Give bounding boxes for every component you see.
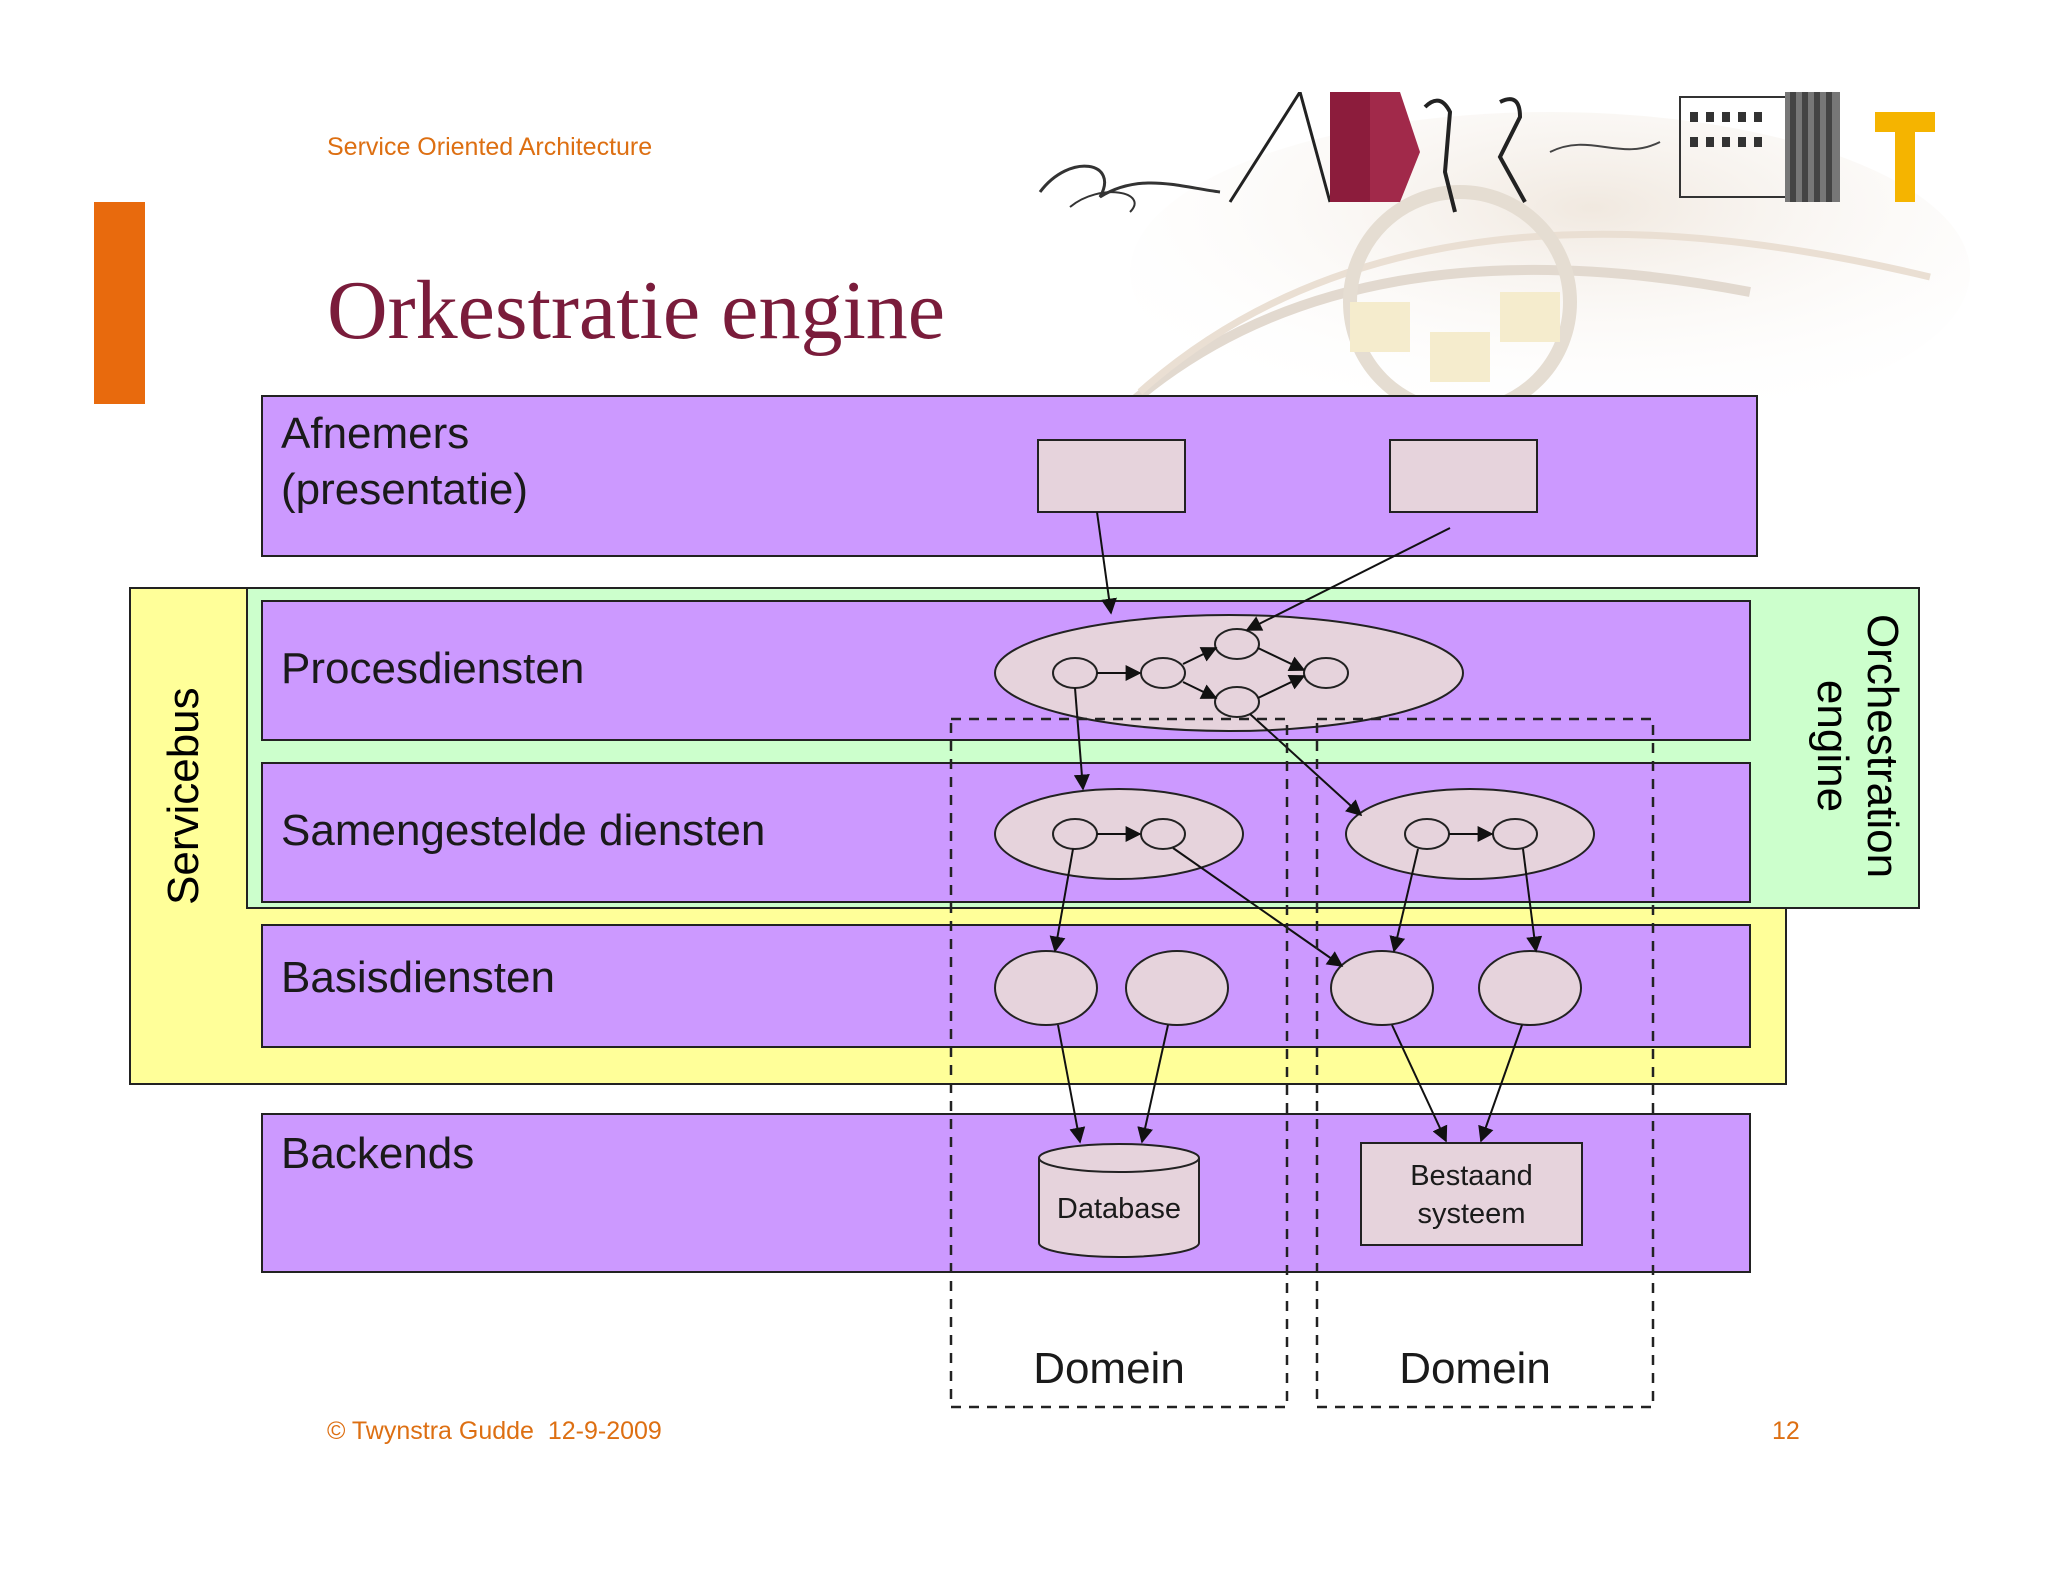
layer-label-samengestelde: Samengestelde diensten xyxy=(281,806,766,855)
domain-label-right: Domein xyxy=(1399,1344,1551,1393)
layer-label-basisdiensten: Basisdiensten xyxy=(281,953,555,1002)
arrow xyxy=(1257,674,1306,699)
composite-node-2 xyxy=(1140,818,1186,850)
page-title: Orkestratie engine xyxy=(327,264,946,357)
domain-label-left: Domein xyxy=(1033,1344,1185,1393)
basic-service-2 xyxy=(1125,950,1229,1026)
legacy-system-box xyxy=(1360,1142,1583,1246)
layer-label-procesdiensten: Procesdiensten xyxy=(281,644,585,693)
process-node-1 xyxy=(1052,657,1098,689)
arrow xyxy=(1096,511,1117,615)
arrow xyxy=(1257,647,1306,672)
arrow xyxy=(1389,848,1419,953)
arrow xyxy=(1137,1024,1169,1144)
arrow xyxy=(1049,848,1074,953)
database-cylinder xyxy=(1038,1143,1200,1258)
database-label: Database xyxy=(1056,1193,1182,1225)
process-node-3 xyxy=(1214,628,1260,660)
process-node-4 xyxy=(1214,686,1260,718)
arrow xyxy=(1182,647,1218,665)
consumer-box-2 xyxy=(1389,439,1538,513)
accent-bar xyxy=(94,202,145,404)
legacy-system-label-line1: Bestaand xyxy=(1410,1160,1533,1192)
orchestration-label-line1: Orchestration xyxy=(1858,613,1907,879)
arrow xyxy=(1182,681,1218,699)
composite-node-3 xyxy=(1404,818,1450,850)
arrow xyxy=(1245,527,1451,631)
orchestration-label-line2: engine xyxy=(1808,679,1857,813)
basic-service-3 xyxy=(1330,950,1434,1026)
composite-node-4 xyxy=(1492,818,1538,850)
arrow xyxy=(1478,1024,1523,1143)
arrow xyxy=(1522,848,1543,953)
consumer-box-1 xyxy=(1037,439,1186,513)
arrow xyxy=(1073,687,1090,791)
arrow xyxy=(1057,1024,1086,1144)
layer-label-backends: Backends xyxy=(281,1129,475,1178)
layer-label-afnemers: Afnemers (presentatie) xyxy=(281,409,529,514)
basic-service-1 xyxy=(994,950,1098,1026)
page-number: 12 xyxy=(1772,1417,1800,1445)
twynstra-gudde-logo xyxy=(1038,92,1970,422)
composite-node-1 xyxy=(1052,818,1098,850)
header-subtitle: Service Oriented Architecture xyxy=(327,133,653,161)
process-ellipse xyxy=(994,614,1464,732)
domain-box-left xyxy=(949,717,1289,1409)
process-node-5 xyxy=(1303,657,1349,689)
arrow xyxy=(1249,713,1363,817)
basic-service-4 xyxy=(1478,950,1582,1026)
footer-copyright: © Twynstra Gudde 12-9-2009 xyxy=(327,1417,662,1445)
legacy-system-label-line2: systeem xyxy=(1417,1198,1526,1230)
process-node-2 xyxy=(1140,657,1186,689)
servicebus-label: Servicebus xyxy=(159,687,208,905)
domain-box-right xyxy=(1315,717,1655,1409)
arrow xyxy=(1172,847,1344,967)
arrow xyxy=(1391,1024,1448,1143)
